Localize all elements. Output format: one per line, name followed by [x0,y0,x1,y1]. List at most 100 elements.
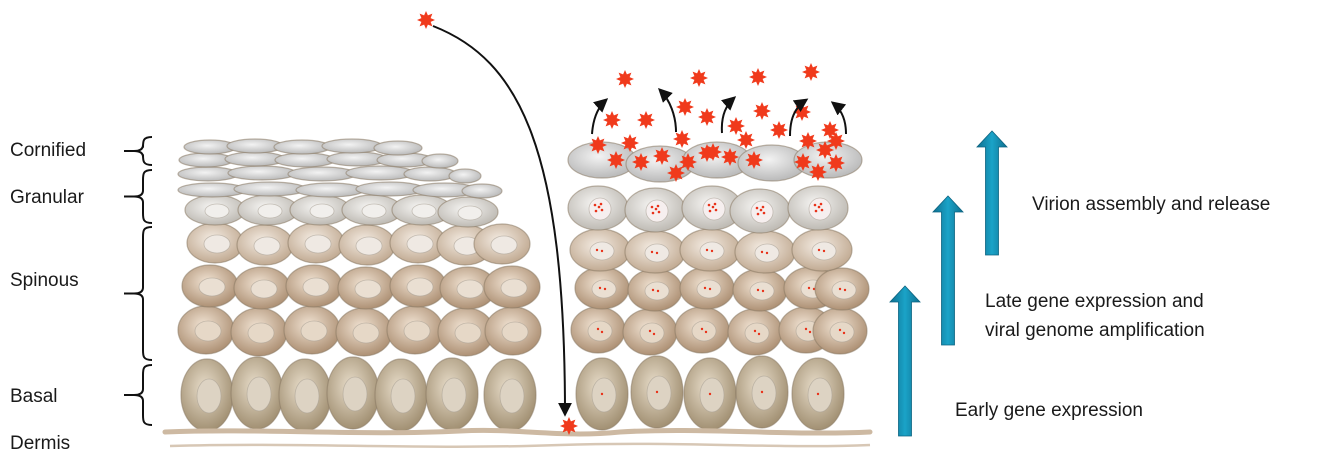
nucleus [500,379,524,413]
viral-genome-dot [652,212,655,215]
nucleus [647,376,671,410]
basal-cell [684,358,736,430]
virion-star [802,63,820,81]
viral-genome-dot [809,331,811,333]
granular-cell [185,195,245,225]
spinous-cell [182,265,238,307]
basal-cell [631,356,683,428]
viral-genome-dot [597,328,599,330]
spinous-cell [575,267,629,309]
dermis-line [165,430,870,434]
basal-cell [426,358,478,430]
virion-star [727,117,745,135]
spinous-cell [733,269,787,311]
cornified-cell [404,167,456,181]
label-dermis: Dermis [10,433,70,455]
viral-genome-dot [805,328,807,330]
virion-star [653,147,671,165]
viral-genome-dot [595,210,598,213]
viral-genome-dot [706,249,708,251]
virion-star [721,148,739,166]
spinous-cell [792,229,852,271]
viral-genome-dot [821,209,824,212]
virion-star [816,141,834,159]
dermis-layer [165,430,870,446]
virion-star [637,111,655,129]
viral-genome-dot [820,203,823,206]
early-stage-arrow [890,286,920,436]
granular-cell [730,189,790,233]
cornified-cell [322,139,382,153]
basal-cell [181,359,233,431]
nucleus [353,323,379,343]
spinous-cell [387,306,443,354]
stage-late-gene-line2: viral genome amplification [985,318,1205,344]
viral-genome-dot [757,213,760,216]
viral-genome-dot [594,204,597,207]
epithelial-cells [178,139,869,431]
viral-genome-dot [843,332,845,334]
viral-genome-dot [761,251,763,253]
virion-star [749,68,767,86]
nucleus [830,322,854,342]
spinous-cell [623,309,677,355]
release-arrow [660,90,676,132]
viral-genome-dot [596,249,598,251]
nucleus [356,237,382,255]
viral-genome-dot [655,208,658,211]
viral-genome-dot [808,287,810,289]
spinous-cell [484,266,540,308]
granular-cell [568,186,628,230]
virion-star [799,132,817,150]
bracket-basal [134,365,152,425]
viral-genome-dot [704,287,706,289]
virion-star [417,11,435,29]
cornified-cell [228,166,296,180]
spinous-cell [237,225,293,265]
nucleus [407,278,433,296]
nucleus [199,278,225,296]
granular-cell [625,188,685,232]
nucleus [588,321,612,341]
release-arrow [592,100,606,134]
viral-genome-dot [658,211,661,214]
viral-genome-dot [758,333,760,335]
viral-genome-dot [766,252,768,254]
viral-genome-dot [656,252,658,254]
nucleus [745,323,769,343]
viral-genome-dot [756,207,759,210]
viral-genome-dot [709,288,711,290]
spinous-cell [628,269,682,311]
viral-genome-dot [651,206,654,209]
nucleus [404,321,430,341]
spinous-cell [234,267,290,309]
nucleus [362,204,386,218]
virion-star [698,144,716,162]
viral-genome-dot [715,209,718,212]
spinous-cell [288,223,344,263]
viral-genome-dot [763,212,766,215]
nucleus [254,237,280,255]
viral-genome-dot [604,288,606,290]
spinous-cell [187,223,243,263]
spinous-cell [338,267,394,309]
label-cornified: Cornified [10,140,86,162]
virion-star [794,153,812,171]
granular-cell [290,195,350,225]
nucleus [442,378,466,412]
viral-genome-dot [714,203,717,206]
nucleus [412,204,436,218]
virion-star [621,134,639,152]
nucleus [310,204,334,218]
nucleus [640,323,664,343]
viral-genome-dot [601,209,604,212]
stage-virion-assembly: Virion assembly and release [1032,192,1270,218]
viral-genome-dot [818,249,820,251]
cornified-cell [374,141,422,155]
virion-star [737,131,755,149]
virion-star [673,130,691,148]
nucleus [303,278,329,296]
spinous-cell [813,308,867,354]
spinous-cell [390,265,446,307]
